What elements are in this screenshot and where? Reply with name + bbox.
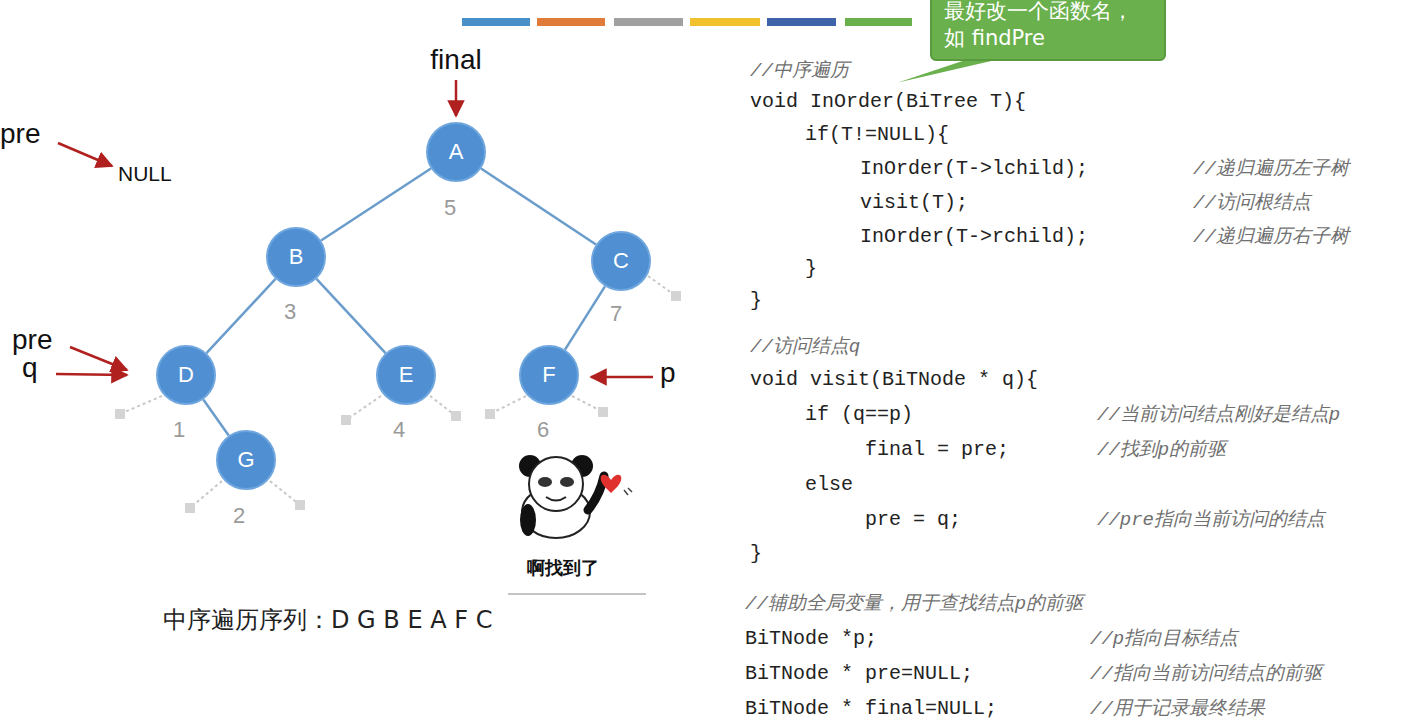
- code-line: }: [750, 542, 762, 565]
- tree-edge: [481, 169, 596, 245]
- code-comment: //辅助全局变量，用于查找结点p的前驱: [745, 590, 1083, 616]
- code-line: if(T!=NULL){: [805, 123, 949, 146]
- order-number: 3: [284, 299, 296, 325]
- sticker-text: 啊找到了: [527, 556, 599, 580]
- callout-box: 最好改一个函数名，如 findPre: [930, 0, 1166, 61]
- pointer-name: q: [22, 352, 38, 384]
- null-square: [115, 409, 125, 419]
- tree-edge: [316, 279, 385, 353]
- null-square: [485, 409, 495, 419]
- code-comment: //递归遍历左子树: [1193, 155, 1349, 181]
- code-comment: //访问结点q: [750, 333, 860, 359]
- null-square: [598, 407, 608, 417]
- node-text: G: [237, 447, 254, 473]
- code-line: if (q==p): [805, 403, 913, 426]
- code-comment: //pre指向当前访问的结点: [1097, 506, 1325, 532]
- code-line: void visit(BiTNode * q){: [750, 368, 1038, 391]
- tree-node: D: [156, 345, 216, 405]
- pointer-name: pre: [0, 118, 40, 150]
- null-value: NULL: [118, 162, 172, 186]
- tree-edge: [203, 400, 228, 436]
- code-comment: //用于记录最终结果: [1090, 695, 1265, 721]
- order-number: 4: [393, 417, 405, 443]
- tree-edge: [565, 286, 605, 349]
- tree-node: C: [591, 231, 651, 291]
- pointer-arrows: [56, 80, 653, 377]
- null-square: [185, 503, 195, 513]
- order-number: 2: [233, 503, 245, 529]
- pointer-name: final: [430, 44, 481, 76]
- node-text: F: [542, 362, 555, 388]
- code-comment: //找到p的前驱: [1097, 436, 1226, 462]
- node-text: D: [178, 362, 194, 388]
- code-line: BiTNode * final=NULL;: [745, 697, 997, 720]
- color-bars: [462, 18, 912, 26]
- node-text: E: [399, 362, 414, 388]
- panda-sticker: [519, 455, 632, 538]
- tree-node: F: [519, 345, 579, 405]
- tree-edge: [206, 279, 275, 353]
- pointer-name: pre: [12, 324, 52, 356]
- code-line: void InOrder(BiTree T){: [750, 90, 1026, 113]
- node-text: C: [613, 248, 629, 274]
- code-line: pre = q;: [865, 508, 961, 531]
- sticker-rule: [508, 594, 646, 595]
- code-line: }: [750, 289, 762, 312]
- callout-tail: [898, 59, 1002, 83]
- code-line: visit(T);: [860, 191, 968, 214]
- node-text: B: [289, 244, 304, 270]
- tree-node: G: [216, 430, 276, 490]
- code-line: }: [805, 257, 817, 280]
- null-square: [295, 500, 305, 510]
- null-stub: [120, 396, 162, 414]
- code-line: final = pre;: [865, 438, 1009, 461]
- code-comment: //访问根结点: [1193, 189, 1311, 215]
- order-number: 5: [444, 195, 456, 221]
- code-comment: //递归遍历右子树: [1193, 223, 1349, 249]
- code-line: BiTNode *p;: [745, 627, 877, 650]
- null-stub: [490, 396, 526, 414]
- null-stub: [346, 396, 381, 420]
- null-square: [671, 291, 681, 301]
- code-line: else: [805, 473, 853, 496]
- tree-edge: [321, 168, 431, 240]
- tree-node: E: [376, 345, 436, 405]
- null-square: [451, 411, 461, 421]
- code-comment: //p指向目标结点: [1090, 625, 1238, 651]
- tree-node: A: [426, 122, 486, 182]
- pointer-name: p: [660, 357, 676, 389]
- null-square: [341, 415, 351, 425]
- order-number: 6: [537, 417, 549, 443]
- code-line: InOrder(T->rchild);: [860, 225, 1088, 248]
- order-number: 7: [610, 301, 622, 327]
- tree-node: B: [266, 227, 326, 287]
- node-text: 最好改一个函数名，如 findPre: [944, 0, 1152, 53]
- code-comment: //指向当前访问结点的前驱: [1090, 660, 1322, 686]
- node-text: A: [449, 139, 464, 165]
- null-child-stubs: [115, 276, 681, 513]
- code-line: BiTNode * pre=NULL;: [745, 662, 973, 685]
- order-number: 1: [173, 417, 185, 443]
- code-line: InOrder(T->lchild);: [860, 157, 1088, 180]
- code-comment: //当前访问结点刚好是结点p: [1097, 401, 1340, 427]
- code-comment: //中序遍历: [750, 57, 849, 83]
- caption: 中序遍历序列：D G B E A F C: [163, 604, 492, 636]
